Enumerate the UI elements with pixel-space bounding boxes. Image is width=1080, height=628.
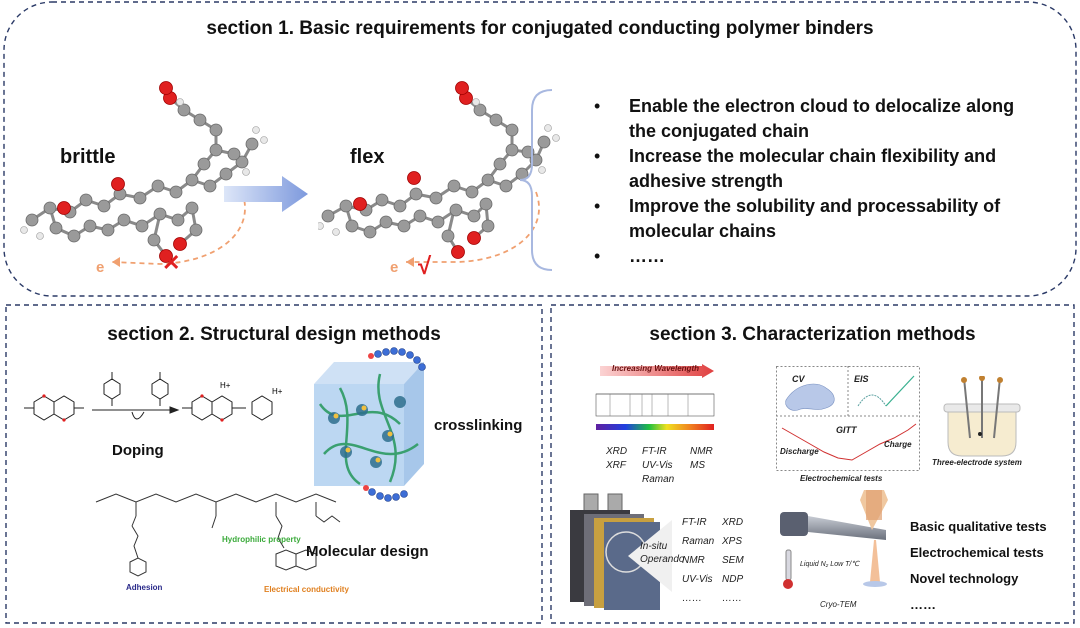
technique-label: XPS	[722, 536, 743, 547]
technique-label: XRD	[722, 517, 744, 528]
transition-arrow-icon	[224, 176, 308, 212]
technique-label: UV-Vis	[642, 460, 673, 471]
flex-label: flex	[350, 146, 385, 168]
list-item: •……	[594, 246, 665, 266]
technique-label: FT-IR	[682, 517, 707, 528]
insitu-label: In-situ	[640, 541, 668, 552]
hydrophilic-label: Hydrophilic property	[222, 535, 301, 544]
three-electrode-cell	[943, 376, 1021, 457]
molecular-design-label: Molecular design	[306, 543, 429, 560]
discharge-label: Discharge	[780, 447, 819, 456]
crosslinking-label: crosslinking	[434, 417, 523, 434]
h-plus-label: H+	[220, 381, 231, 390]
list-item: •Improve the solubility and processabili…	[594, 196, 1001, 241]
adhesion-label: Adhesion	[126, 583, 163, 592]
section3-title: section 3. Characterization methods	[649, 324, 976, 345]
section3-frame	[550, 304, 1075, 624]
technique-label: MS	[690, 460, 705, 471]
technique-label: ……	[682, 593, 702, 604]
technique-label: Raman	[642, 474, 675, 485]
list-item: •Increase the molecular chain flexibilit…	[594, 146, 997, 191]
brittle-molecule: e ✕	[20, 81, 268, 276]
bullet-text: Increase the molecular chain flexibility…	[629, 146, 997, 191]
h-plus-label: H+	[272, 387, 283, 396]
brace-icon	[520, 89, 553, 271]
list-item: Electrochemical tests	[910, 545, 1044, 560]
bullet-text: Improve the solubility and processabilit…	[629, 196, 1001, 241]
technique-label: Raman	[682, 536, 715, 547]
bullet-text: ……	[629, 246, 665, 266]
gitt-label: GITT	[836, 425, 857, 435]
insitu-col2: XRD XPS SEM NDP ……	[722, 513, 744, 608]
technique-label: NDP	[722, 574, 744, 585]
technique-label: NMR	[682, 555, 705, 566]
list-item: ……	[910, 597, 936, 612]
technique-label: SEM	[722, 555, 744, 566]
tests-list: Basic qualitative tests Electrochemical …	[910, 514, 1047, 618]
charge-label: Charge	[884, 440, 912, 449]
technique-label: XRF	[606, 460, 626, 471]
eis-label: EIS	[854, 374, 869, 384]
brittle-label: brittle	[60, 146, 116, 168]
technique-label: ……	[722, 593, 742, 604]
bullet-text: Enable the electron cloud to delocalize …	[629, 96, 1015, 141]
section2-title: section 2. Structural design methods	[107, 324, 441, 345]
section1-title: section 1. Basic requirements for conjug…	[206, 18, 874, 39]
technique-label: UV-Vis	[682, 574, 713, 585]
liquid-n2-label: Liquid N₂ Low T/℃	[800, 561, 860, 568]
list-item: Novel technology	[910, 571, 1019, 586]
list-item: Basic qualitative tests	[910, 519, 1047, 534]
callout-wedge	[628, 520, 672, 592]
insitu-col1: FT-IR Raman NMR UV-Vis ……	[682, 513, 714, 608]
electrochem-caption: Electrochemical tests	[800, 474, 883, 483]
insitu-label-block: In-situ Operando	[640, 540, 684, 566]
spectro-col3: NMR MS	[690, 445, 713, 473]
section2-frame	[5, 304, 543, 624]
cross-icon: ✕	[162, 250, 180, 275]
cryo-tem-illustration	[780, 490, 888, 589]
polymer-structure: Adhesion Hydrophilic property Electrical…	[95, 493, 349, 594]
technique-label: XRD	[606, 446, 628, 457]
brittle-electron-label: e	[96, 259, 104, 276]
electrochem-panel	[776, 366, 920, 471]
cv-label: CV	[792, 374, 805, 384]
electrical-label: Electrical conductivity	[264, 585, 349, 594]
spectrum-diagram	[595, 364, 715, 430]
section1-frame	[3, 1, 1077, 297]
spectro-col2: FT-IR UV-Vis Raman	[642, 445, 674, 487]
wavelength-label: Increasing Wavelength	[612, 364, 699, 373]
doping-scheme: H+ H+	[24, 372, 283, 422]
technique-label: NMR	[690, 446, 713, 457]
requirements-list: •Enable the electron cloud to delocalize…	[594, 94, 1044, 269]
flex-molecule: e √	[318, 81, 560, 280]
crosslinking-cube	[314, 347, 426, 502]
spectro-col1: XRD XRF	[606, 445, 627, 473]
cryo-tem-label: Cryo-TEM	[820, 600, 857, 609]
technique-label: FT-IR	[642, 446, 667, 457]
three-electrode-caption: Three-electrode system	[932, 458, 1022, 467]
flex-electron-label: e	[390, 259, 398, 276]
check-icon: √	[418, 253, 432, 280]
list-item: •Enable the electron cloud to delocalize…	[594, 96, 1015, 141]
doping-label: Doping	[112, 442, 164, 459]
operando-label: Operando	[640, 554, 685, 565]
